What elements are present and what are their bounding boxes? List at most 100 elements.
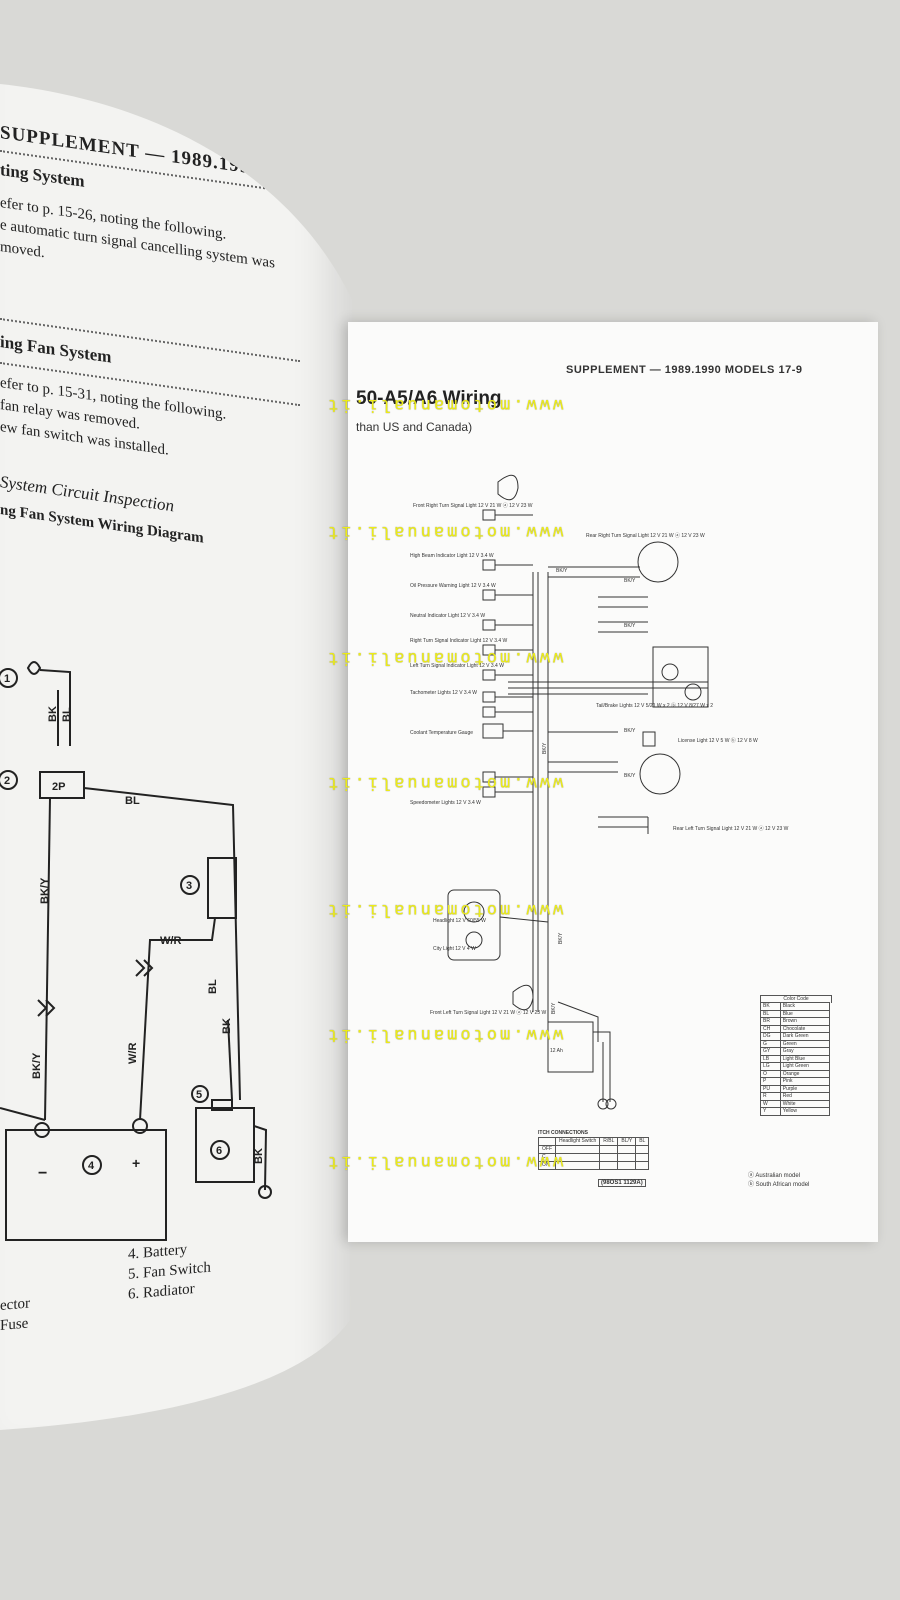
- label-right-turn-indicator: Right Turn Signal Indicator Light 12 V 3…: [410, 638, 508, 644]
- battery-leads: [593, 1031, 611, 1102]
- watermark-text: www.motomanuali.it: [288, 900, 600, 920]
- wire-code: BK/Y: [542, 742, 548, 754]
- color-code-cell: Y: [760, 1107, 781, 1116]
- label-speedometer: Speedometer Lights 12 V 3.4 W: [410, 800, 481, 806]
- callout-1-label: 1: [4, 673, 10, 685]
- color-code-cell: BL: [760, 1009, 781, 1018]
- battery-terminal: [597, 1098, 609, 1110]
- color-code-cell: GY: [760, 1047, 781, 1056]
- watermark-inner: www.motomanuali.it: [324, 1152, 564, 1172]
- label-tail-brake: Tail/Brake Lights 12 V 5/21 W x 2 ⓑ 12 V…: [596, 702, 713, 709]
- callout-5-circle: [192, 1086, 208, 1102]
- headlight-housing: [447, 889, 501, 961]
- color-code-cell: LG: [760, 1062, 781, 1071]
- watermark-inner: www.motomanuali.it: [324, 1025, 564, 1045]
- wire-bk-short: [228, 1020, 232, 1100]
- color-code-cell: Brown: [779, 1017, 831, 1026]
- wire-label-bl-3: BL: [207, 979, 219, 994]
- watermark-inner: www.motomanuali.it: [324, 900, 564, 920]
- color-code-cell: BR: [760, 1017, 781, 1026]
- switch-cell: Headlight Switch: [554, 1137, 601, 1146]
- switch-cell: [538, 1137, 556, 1146]
- coolant-gauge: [482, 723, 504, 739]
- tail-bulb: [661, 663, 679, 681]
- watermark-text: www.motomanuali.it: [288, 395, 600, 415]
- wire-code: BK/Y: [624, 773, 636, 779]
- wire-label-bk-3: BK: [253, 1148, 265, 1164]
- headlight-bulb: [463, 901, 485, 923]
- wire-label-w-r: W/R: [160, 935, 181, 947]
- wire-label-bk: BK: [47, 706, 59, 722]
- rear-switch-lines: [598, 596, 648, 633]
- wire-bk-y: [45, 798, 50, 1120]
- battery-terminal: [605, 1098, 617, 1110]
- watermark-inner: www.motomanuali.it: [324, 522, 564, 542]
- wire-label-bk-y: BK/Y: [39, 877, 51, 904]
- wire-label-bk-2: BK: [221, 1018, 233, 1034]
- color-code-cell: Chocolate: [779, 1024, 831, 1033]
- label-high-beam: High Beam Indicator Light 12 V 3.4 W: [410, 553, 494, 559]
- wire-code: BK/Y: [624, 578, 636, 584]
- color-code-cell: Light Green: [779, 1062, 831, 1071]
- watermark-text: www.motomanuali.it: [288, 522, 600, 542]
- watermark-text: www.motomanuali.it: [288, 1152, 600, 1172]
- label-coolant-gauge: Coolant Temperature Gauge: [410, 730, 473, 736]
- switch-cell: BL: [635, 1137, 650, 1146]
- switch-cell: [635, 1161, 650, 1170]
- color-code-cell: CH: [760, 1024, 781, 1033]
- color-code-cell: Purple: [779, 1084, 831, 1093]
- callout-2-label: 2: [4, 775, 10, 787]
- label-front-right-turn: Front Right Turn Signal Light 12 V 21 W …: [413, 502, 533, 509]
- label-license-light: License Light 12 V 5 W ⓑ 12 V 8 W: [678, 737, 758, 744]
- switch-cell: [599, 1145, 619, 1154]
- color-code-cell: Gray: [779, 1047, 831, 1056]
- watermark-text: www.motomanuali.it: [288, 773, 600, 793]
- color-code-cell: R: [760, 1092, 781, 1101]
- label-front-left-turn: Front Left Turn Signal Light 12 V 21 W ⓐ…: [430, 1009, 546, 1016]
- note-australian: ⓐ Australian model: [748, 1173, 801, 1179]
- headlight-wire: [499, 916, 549, 923]
- rear-right-turn-light: [637, 541, 679, 583]
- wiring-page-subtitle: than US and Canada): [356, 420, 473, 434]
- right-running-header: SUPPLEMENT — 1989.1990 MODELS 17-9: [566, 364, 803, 376]
- color-code-cell: G: [760, 1039, 781, 1048]
- inline-connector-b: [136, 960, 152, 976]
- battery-terminal-neg: [35, 1123, 49, 1137]
- color-code-cell: BK: [760, 1002, 781, 1011]
- watermark-text: www.motomanuali.it: [288, 648, 600, 668]
- battery-block: [547, 1021, 594, 1073]
- wire-code: BK/Y: [558, 932, 564, 944]
- rear-left-wires: [598, 816, 649, 834]
- color-code-cell: P: [760, 1077, 781, 1086]
- battery-body: [6, 1130, 166, 1240]
- wire-label-bl: BL: [61, 707, 73, 722]
- callout-4-label: 4: [88, 1160, 95, 1172]
- wire-ground: [254, 1126, 266, 1190]
- harness-to-battery: [557, 1001, 599, 1042]
- watermark-inner: www.motomanuali.it: [324, 395, 564, 415]
- switch-row: ON: [538, 1161, 650, 1170]
- ground-terminal: [259, 1186, 271, 1198]
- color-code-cell: Pink: [779, 1077, 831, 1086]
- harness-branch: [548, 566, 618, 578]
- color-code-cell: PU: [760, 1084, 781, 1093]
- wire-label-bl-2: BL: [125, 795, 140, 807]
- watermark-inner: www.motomanuali.it: [324, 648, 564, 668]
- color-code-cell: DG: [760, 1032, 781, 1041]
- watermark-inner: www.motomanuali.it: [324, 773, 564, 793]
- wire-bl-long: [84, 788, 240, 1100]
- switch-cell: [617, 1153, 637, 1162]
- legend-item: ector: [0, 1295, 30, 1314]
- bulb-wires: [495, 514, 533, 793]
- color-code-cell: Blue: [779, 1009, 831, 1018]
